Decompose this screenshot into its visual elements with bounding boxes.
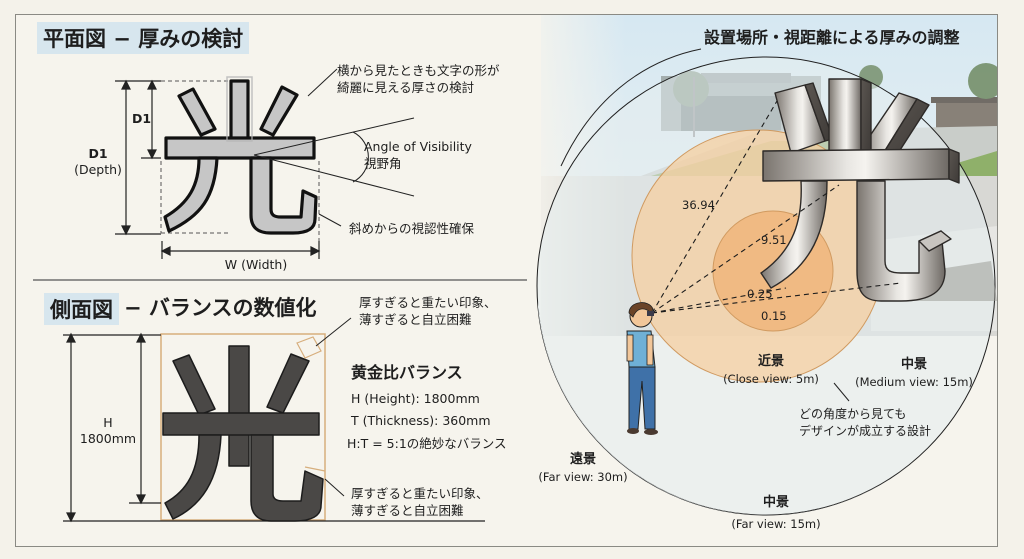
angle-value-4: 0.15 [761,309,787,323]
angle-value-1: 36.94 [682,198,715,212]
side-note-top-line2: 薄すぎると自立困難 [359,312,472,327]
angle-value-3: 0.25 [747,287,773,301]
height-spec: H (Height): 1800mm [351,391,480,406]
scene-title: 設置場所・視距離による厚みの調整 [704,28,960,47]
dim-h-line1: H [103,415,113,430]
dim-d1-outer-line1: D1 [88,146,108,161]
plan-note-top-line1: 横から見たときも文字の形が [337,63,500,78]
dim-d1-outer-line2: (Depth) [74,162,122,177]
plan-note-top-line2: 綺麗に見える厚さの検討 [337,80,475,95]
zone-far15-en: (Far view: 15m) [731,517,821,531]
side-view-title-rest: − バランスの数値化 [124,296,317,320]
zone-far-jp: 遠景 [569,452,596,467]
balance-heading: 黄金比バランス [351,363,463,382]
dim-h-line2: 1800mm [79,431,137,446]
viewer-person-icon [626,302,658,435]
zone-far15-jp: 中景 [762,495,789,510]
infographic-frame: 平面図 − 厚みの検討 横から見たときも文字の形が 綺麗に見える厚さの検討 An… [15,14,998,547]
ratio-text: H:T = 5:1の絶妙なバランス [347,436,507,451]
angle-label-en: Angle of Visibility [364,139,472,154]
plan-view-title: 平面図 − 厚みの検討 [37,22,250,54]
scene-note-line1: どの角度から見ても [799,407,907,421]
zone-medium-en: (Medium view: 15m) [855,375,973,389]
side-view-glyph [162,345,324,522]
dim-d1-inner: D1 [132,111,152,126]
zone-close-en: (Close view: 5m) [723,372,819,386]
side-note-bottom-line2: 薄すぎると自立困難 [351,503,464,518]
side-note-top-line1: 厚すぎると重たい印象、 [359,295,497,310]
plan-view-glyph [163,79,318,235]
side-view-title-highlight: 側面図 [44,293,119,325]
side-note-bottom-line1: 厚すぎると重たい印象、 [351,486,489,501]
zone-far-en: (Far view: 30m) [538,470,628,484]
angle-label-jp: 視野角 [364,156,402,171]
angle-value-2: 9.51 [761,233,787,247]
zone-close-jp: 近景 [757,354,784,369]
scene-note-line2: デザインが成立する設計 [799,424,932,438]
thickness-spec: T (Thickness): 360mm [351,413,491,428]
zone-medium-jp: 中景 [900,357,927,372]
scene-illustration [521,15,997,516]
sculpture-glyph [760,78,960,302]
plan-note-bottom: 斜めからの視認性確保 [349,221,475,236]
dim-width: W (Width) [224,257,288,272]
left-diagrams [33,68,527,523]
